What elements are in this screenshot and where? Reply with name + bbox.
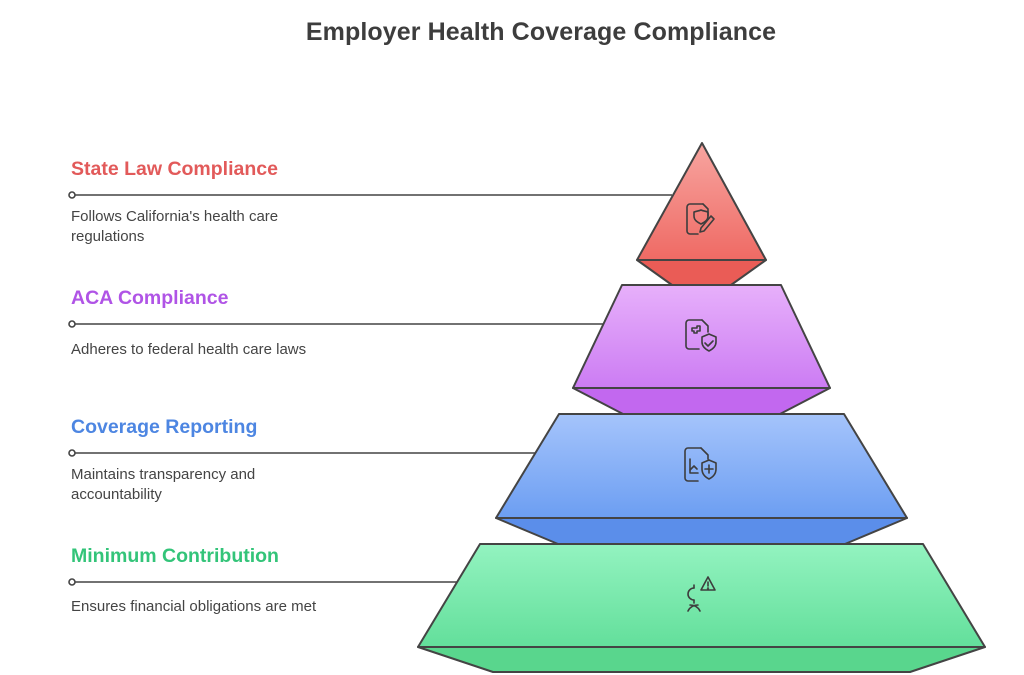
- level-3-description: Maintains transparency and accountabilit…: [71, 466, 256, 503]
- pyramid-level-4: [417, 543, 986, 673]
- level-4-title: Minimum Contribution: [71, 545, 279, 567]
- pyramid-level-3: [495, 413, 908, 545]
- level-4-description: Ensures financial obligations are met: [71, 598, 317, 615]
- connector-line-4: [68, 578, 460, 586]
- pyramid-level-1: [636, 142, 767, 286]
- connector-line-2: [68, 320, 608, 328]
- pyramid-level-2: [572, 284, 831, 415]
- coin-warning-icon: [687, 576, 716, 612]
- level-2-title: ACA Compliance: [71, 287, 229, 309]
- medical-document-shield-icon: [685, 319, 717, 352]
- level-2-description: Adheres to federal health care laws: [71, 341, 307, 358]
- level-3-title: Coverage Reporting: [71, 416, 258, 438]
- chart-document-plus-icon: [684, 447, 717, 482]
- level-1-description: Follows California's health care regulat…: [71, 208, 279, 245]
- page-title: Employer Health Coverage Compliance: [305, 18, 777, 46]
- document-shield-pen-icon: [686, 203, 715, 235]
- level-1-title: State Law Compliance: [71, 158, 278, 180]
- connector-line-3: [68, 449, 540, 457]
- connector-line-1: [68, 191, 672, 199]
